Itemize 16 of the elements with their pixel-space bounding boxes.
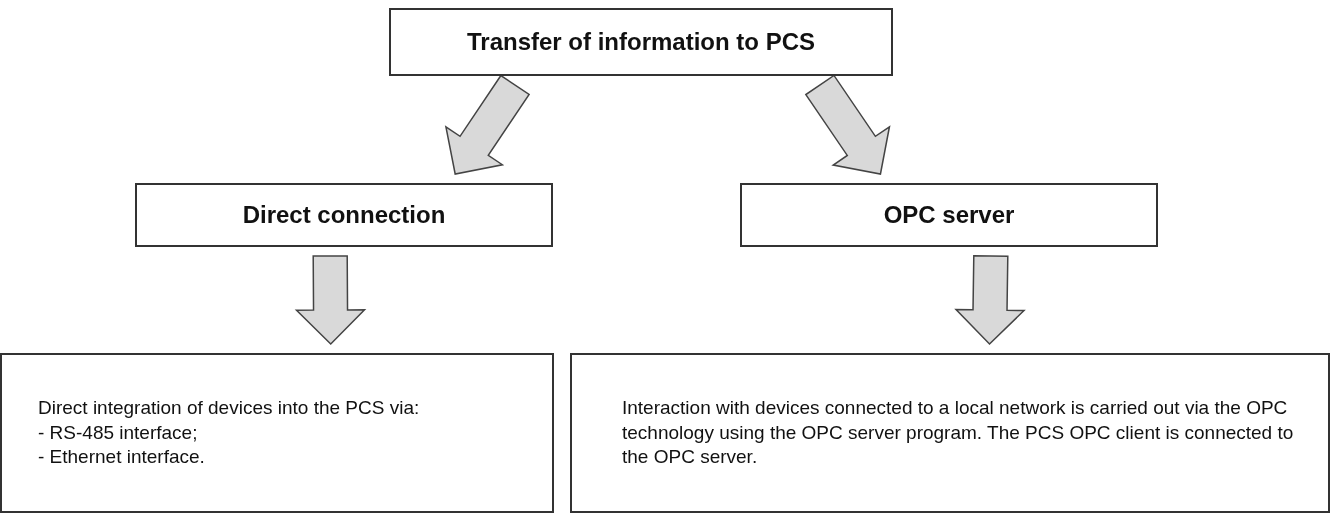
box-title: Direct connection: [242, 201, 446, 229]
title-box: [740, 183, 1158, 247]
block-arrow: [954, 255, 1026, 346]
box-title: OPC server: [883, 201, 1015, 229]
description-text: Interaction with devices connected to a local network is carried out via the OPC technology using the OPC server program. The PCS OPC client is connected to the OPC server.: [622, 395, 1295, 470]
description-text: - Ethernet interface.: [38, 445, 206, 470]
title-box: [135, 183, 553, 247]
block-arrow: [294, 255, 367, 346]
title-box: [389, 8, 893, 76]
text-box: [0, 353, 554, 513]
description-text: Direct integration of devices into the PCS via:: [38, 395, 421, 420]
box-title: Transfer of information to PCS: [467, 28, 815, 56]
text-box: [570, 353, 1330, 513]
block-arrow: [804, 74, 891, 175]
description-text: - RS-485 interface;: [38, 420, 199, 445]
block-arrow: [444, 74, 531, 175]
